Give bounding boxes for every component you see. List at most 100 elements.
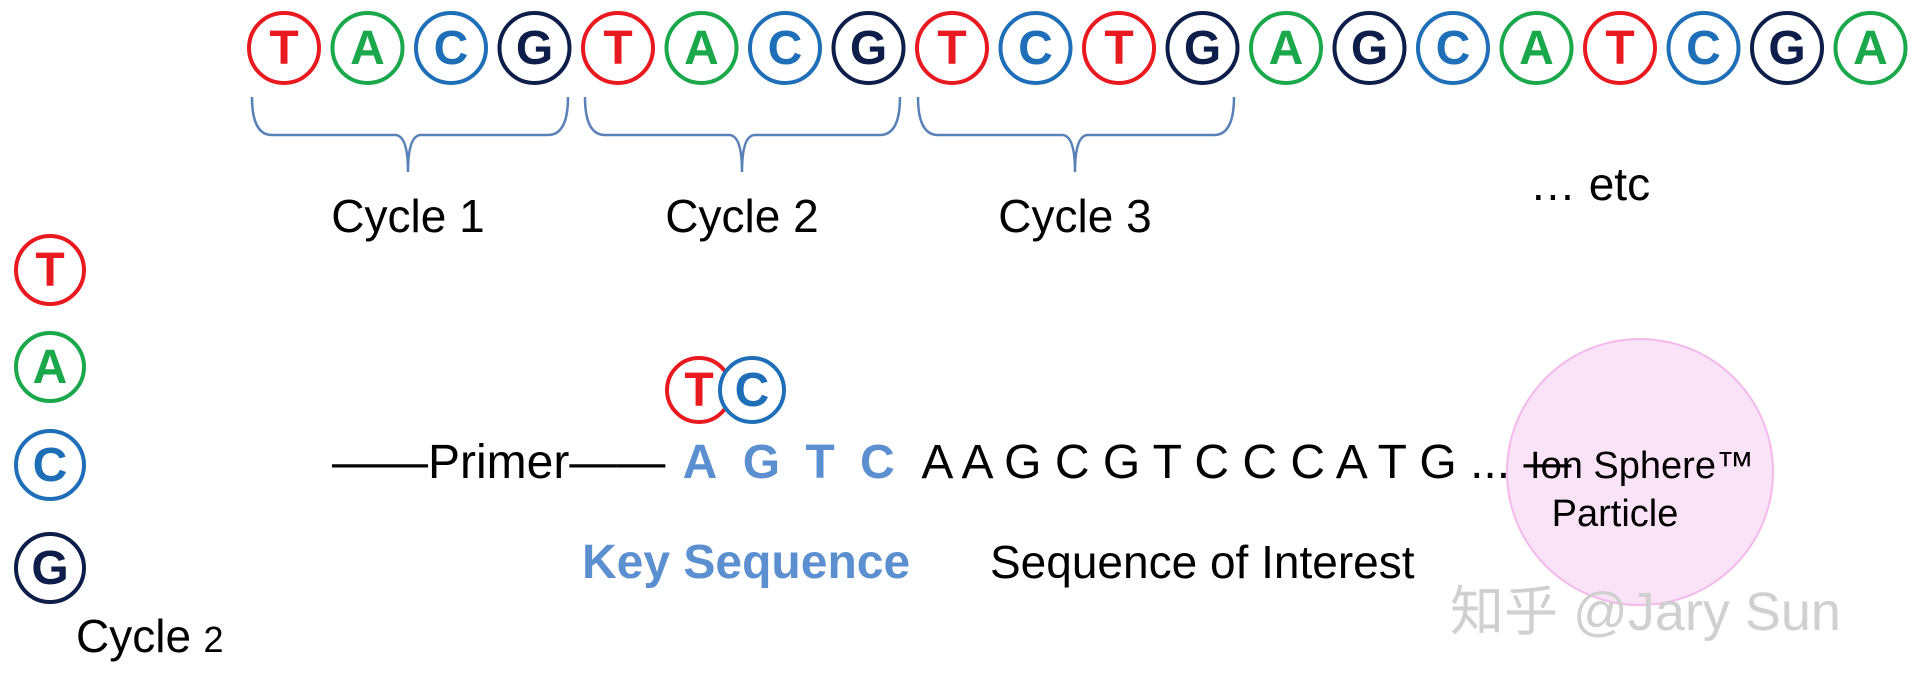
flow-nucleotide-1: T xyxy=(247,11,321,85)
flow-nucleotide-14-ring xyxy=(1332,11,1407,85)
flow-nucleotide-6: A xyxy=(664,11,739,85)
legend-cycle-label: Cycle 2 xyxy=(76,610,224,662)
flow-nucleotide-13-letter: A xyxy=(1269,22,1304,75)
flow-nucleotide-12-letter: G xyxy=(1184,22,1221,75)
flow-nucleotide-12: G xyxy=(1165,11,1240,85)
flow-nucleotide-7-letter: C xyxy=(768,22,803,75)
sphere-label-line-2: Particle xyxy=(1552,493,1679,535)
flow-nucleotide-8-ring xyxy=(831,11,906,85)
flow-nucleotide-10: C xyxy=(998,11,1073,85)
flow-nucleotide-6-ring xyxy=(664,11,739,85)
flow-nucleotide-5-ring xyxy=(581,11,655,85)
flow-nucleotide-18: C xyxy=(1666,11,1741,85)
legend-nucleotide-C-letter: C xyxy=(33,439,68,492)
legend-cycle-word: Cycle xyxy=(76,610,191,662)
flow-nucleotide-11-ring xyxy=(1082,11,1156,85)
flow-nucleotide-20: A xyxy=(1833,11,1908,85)
legend-nucleotide-C-ring xyxy=(14,429,86,501)
flow-nucleotide-10-letter: C xyxy=(1018,22,1053,75)
primer-segment: ——Primer—— xyxy=(332,436,665,489)
flow-nucleotide-4-ring xyxy=(497,11,572,85)
flow-nucleotide-16-letter: A xyxy=(1519,22,1554,75)
flow-nucleotide-12-ring xyxy=(1165,11,1240,85)
flow-nucleotide-9-ring xyxy=(915,11,989,85)
cycle-1-bracket xyxy=(250,96,570,173)
flow-nucleotide-2: A xyxy=(330,11,405,85)
flow-nucleotide-3: C xyxy=(414,11,488,85)
cycle-1-label: Cycle 1 xyxy=(331,190,484,242)
flow-nucleotide-2-letter: A xyxy=(350,22,385,75)
key-base-2: G xyxy=(743,436,780,489)
incorporated-nucleotide-2-ring xyxy=(718,356,786,424)
legend-nucleotide-T-ring xyxy=(14,234,86,306)
key-base-1: A xyxy=(683,436,718,489)
flow-nucleotide-1-ring xyxy=(247,11,321,85)
watermark: 知乎 @Jary Sun xyxy=(1450,582,1841,642)
flow-nucleotide-6-letter: A xyxy=(684,22,719,75)
incorporated-nucleotide-1: T xyxy=(665,356,733,424)
cycle-3-label: Cycle 3 xyxy=(998,190,1151,242)
flow-nucleotide-19-ring xyxy=(1750,11,1824,85)
flow-nucleotide-14: G xyxy=(1332,11,1407,85)
flow-nucleotide-16: A xyxy=(1499,11,1574,85)
flow-nucleotide-18-ring xyxy=(1666,11,1741,85)
sequence-of-interest-bases: A A G C G T C C C A T G ... xyxy=(921,436,1510,489)
legend-nucleotide-A: A xyxy=(14,331,86,403)
incorporated-nucleotide-2: C xyxy=(718,356,786,424)
flow-nucleotide-1-letter: T xyxy=(269,22,298,75)
flow-nucleotide-15-letter: C xyxy=(1436,22,1471,75)
strand-line: ——Primer—— A G T C A A G C G T C C C A T… xyxy=(332,436,1571,489)
flow-nucleotide-14-letter: G xyxy=(1351,22,1388,75)
legend-nucleotide-G-ring xyxy=(14,532,86,604)
flow-nucleotide-3-letter: C xyxy=(434,22,469,75)
flow-nucleotide-13-ring xyxy=(1249,11,1323,85)
flow-nucleotide-3-ring xyxy=(414,11,488,85)
legend-nucleotide-A-ring xyxy=(14,331,86,403)
flow-nucleotide-16-ring xyxy=(1499,11,1574,85)
flow-nucleotide-19-letter: G xyxy=(1768,22,1805,75)
flow-nucleotide-7-ring xyxy=(748,11,822,85)
connector-dash: — xyxy=(1523,436,1571,489)
flow-nucleotide-4: G xyxy=(497,11,572,85)
legend-nucleotide-G-letter: G xyxy=(31,542,68,595)
legend-nucleotide-A-letter: A xyxy=(33,341,68,394)
key-base-3: T xyxy=(805,436,834,489)
flow-nucleotide-9: T xyxy=(915,11,989,85)
flow-nucleotide-18-letter: C xyxy=(1686,22,1721,75)
flow-nucleotide-11-letter: T xyxy=(1104,22,1133,75)
etc-label: … etc xyxy=(1530,158,1650,210)
legend-nucleotide-T-letter: T xyxy=(35,244,64,297)
flow-nucleotide-15: C xyxy=(1416,11,1490,85)
flow-nucleotide-15-ring xyxy=(1416,11,1490,85)
sequence-of-interest-label: Sequence of Interest xyxy=(990,536,1415,588)
cycle-2-bracket xyxy=(583,96,902,173)
flow-nucleotide-11: T xyxy=(1082,11,1156,85)
flow-nucleotide-13: A xyxy=(1249,11,1323,85)
flow-nucleotide-17-letter: T xyxy=(1605,22,1634,75)
sphere-label-line-1: Ion Sphere™ xyxy=(1530,445,1754,487)
legend-nucleotide-G: G xyxy=(14,532,86,604)
flow-nucleotide-4-letter: G xyxy=(516,22,553,75)
flow-nucleotide-19: G xyxy=(1750,11,1824,85)
flow-nucleotide-20-letter: A xyxy=(1853,22,1888,75)
flow-nucleotide-20-ring xyxy=(1833,11,1908,85)
cycle-3-bracket xyxy=(916,96,1236,173)
flow-nucleotide-8-letter: G xyxy=(850,22,887,75)
cycle-2-label: Cycle 2 xyxy=(665,190,818,242)
flow-nucleotide-5: T xyxy=(581,11,655,85)
legend-nucleotide-T: T xyxy=(14,234,86,306)
legend-nucleotide-C: C xyxy=(14,429,86,501)
flow-nucleotide-10-ring xyxy=(998,11,1073,85)
incorporated-nucleotide-1-letter: T xyxy=(684,364,713,417)
flow-nucleotide-5-letter: T xyxy=(603,22,632,75)
flow-nucleotide-9-letter: T xyxy=(937,22,966,75)
flow-nucleotide-8: G xyxy=(831,11,906,85)
flow-nucleotide-17-ring xyxy=(1583,11,1657,85)
ion-sphere-particle xyxy=(1506,338,1774,606)
key-sequence-label: Key Sequence xyxy=(582,536,910,589)
key-base-4: C xyxy=(860,436,895,489)
